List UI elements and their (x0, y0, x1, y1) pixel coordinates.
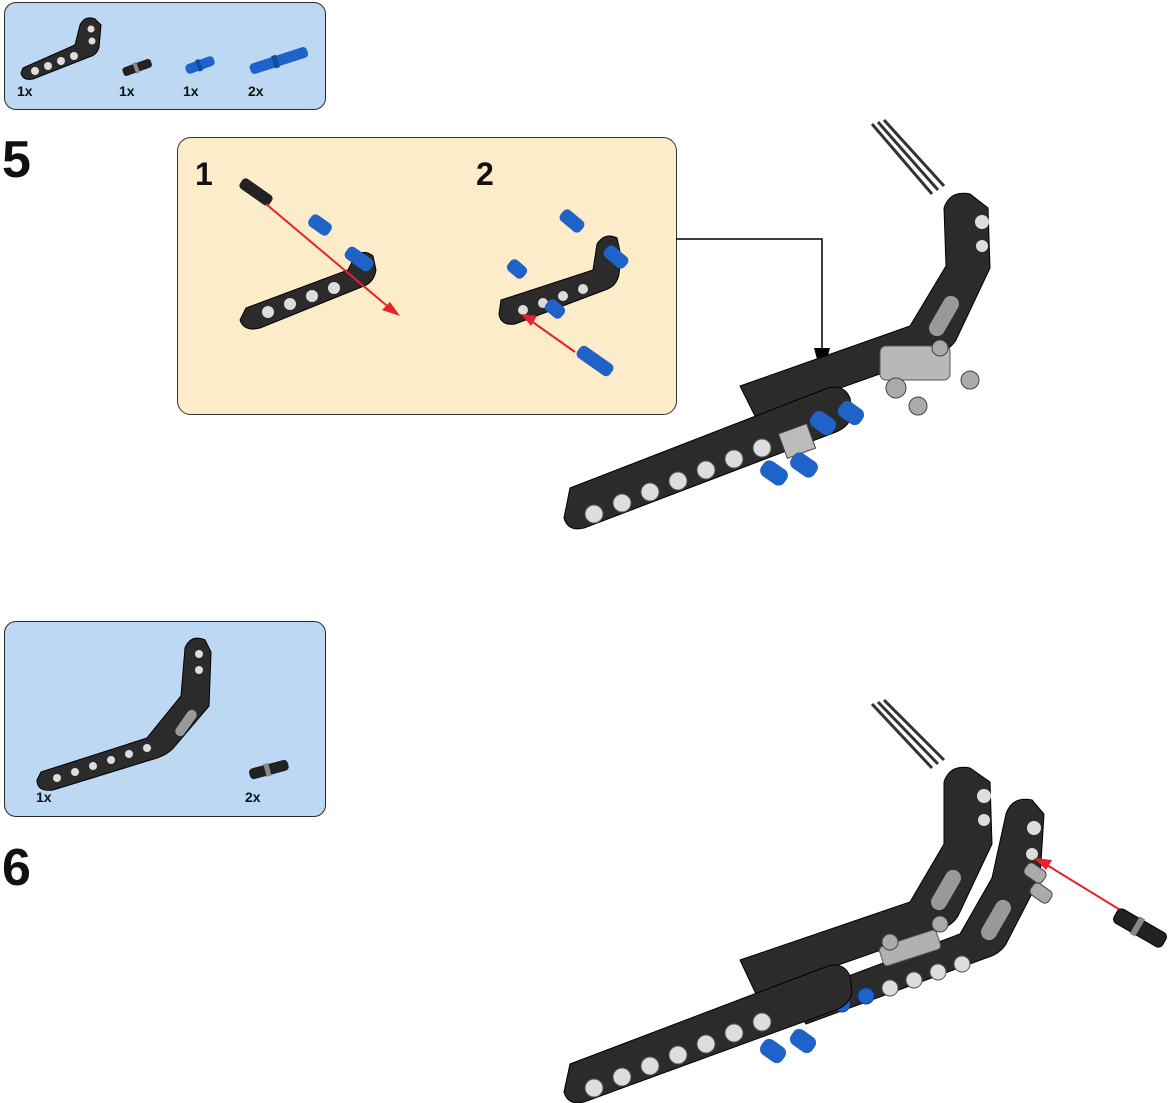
substep-number-2: 2 (476, 156, 494, 192)
step-6-model-illustration (563, 698, 1167, 1103)
part-qty-4: 2x (248, 83, 264, 99)
black-pin-icon (249, 759, 289, 780)
part-qty-1: 1x (36, 789, 52, 805)
angled-beam-icon (20, 17, 102, 80)
part-qty-2: 1x (119, 83, 135, 99)
part-qty-1: 1x (17, 83, 33, 99)
step-5-model-illustration (563, 118, 991, 530)
blue-pin-icon (185, 56, 215, 74)
substep-number-1: 1 (195, 156, 213, 192)
substep-2-illustration (498, 209, 629, 377)
substep-1-illustration (239, 178, 400, 330)
substep-callout: 1 2 (177, 137, 677, 415)
parts-list-step-6: 1x 2x (4, 621, 326, 817)
black-pin-icon (122, 58, 152, 76)
step-number-5: 5 (2, 131, 31, 189)
long-blue-pin-icon (249, 47, 309, 74)
step-number-6: 6 (2, 839, 31, 897)
part-qty-2: 2x (245, 789, 261, 805)
bent-liftarm-icon (36, 637, 212, 791)
part-qty-3: 1x (183, 83, 199, 99)
parts-list-step-5: 1x 1x 1x 2x (4, 2, 326, 110)
